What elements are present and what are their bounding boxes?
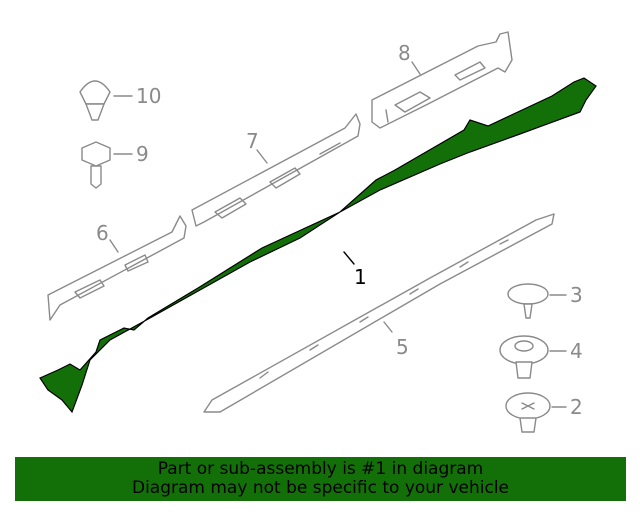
- part-info-banner: Part or sub-assembly is #1 in diagram Di…: [15, 457, 626, 501]
- leader-5: [383, 321, 393, 333]
- part-5-moulding-strip[interactable]: [203, 213, 555, 413]
- callout-3: 3: [570, 283, 583, 307]
- callout-2: 2: [570, 395, 583, 419]
- leader-8: [411, 61, 421, 75]
- banner-line-2: Diagram may not be specific to your vehi…: [131, 478, 509, 498]
- part-4-grommet[interactable]: [499, 335, 549, 379]
- callout-5: 5: [396, 335, 409, 359]
- callout-10: 10: [136, 84, 161, 108]
- leader-7: [256, 149, 268, 164]
- part-3-push-pin[interactable]: [507, 283, 549, 319]
- callout-6: 6: [96, 221, 109, 245]
- leader-6: [109, 239, 119, 253]
- callout-1: 1: [354, 265, 367, 289]
- callout-7: 7: [246, 129, 259, 153]
- callout-4: 4: [570, 339, 583, 363]
- banner-line-1: Part or sub-assembly is #1 in diagram: [157, 459, 484, 479]
- callout-8: 8: [398, 41, 411, 65]
- part-1-sill-moulding[interactable]: [39, 77, 597, 414]
- callout-9: 9: [136, 142, 149, 166]
- part-8-bracket[interactable]: [371, 31, 513, 129]
- leader-1: [343, 251, 355, 265]
- part-6-bracket[interactable]: [47, 215, 187, 321]
- parts-diagram: 8 7 6 1 5 10 9 3: [39, 31, 597, 433]
- part-10-clip[interactable]: [79, 80, 111, 121]
- part-7-bracket[interactable]: [191, 113, 361, 227]
- part-9-bolt[interactable]: [81, 141, 111, 189]
- part-2-screw-grommet[interactable]: [505, 392, 551, 433]
